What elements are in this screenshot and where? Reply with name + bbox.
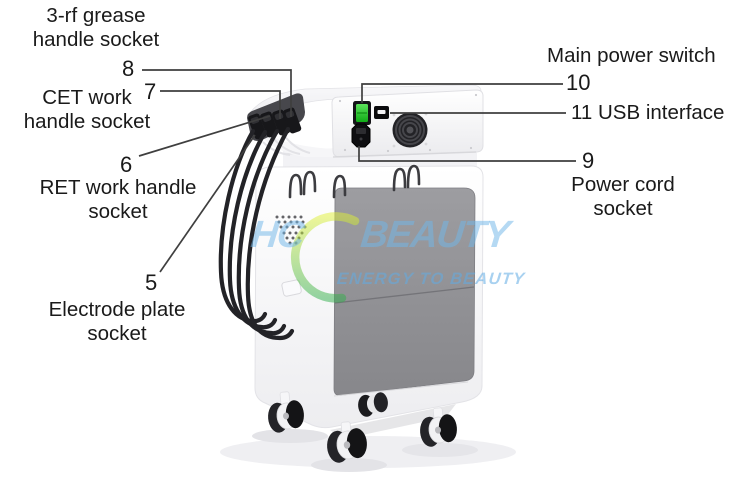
label-line: 3-rf grease (46, 4, 146, 27)
rf-grease-handle-socket (283, 107, 302, 134)
label-electrode-plate-socket: Electrode plate socket (37, 298, 197, 346)
label-usb-interface: 11 USB interface (571, 101, 725, 124)
leader-lines (138, 69, 576, 273)
leader-line-5 (159, 134, 256, 273)
label-line: socket (87, 322, 147, 345)
callout-number-8: 8 (122, 56, 135, 81)
caster-wheel-back-left (268, 391, 304, 433)
leader-line-8 (142, 69, 292, 117)
label-line: socket (593, 197, 653, 220)
caster-wheel-front-right (420, 407, 457, 447)
machine-body (254, 164, 484, 439)
label-line: CET work (42, 86, 132, 109)
leader-line-6 (138, 115, 271, 157)
panel-screws (338, 93, 478, 153)
callout-number-10: 10 (566, 70, 591, 95)
handle-cables (218, 126, 295, 341)
brand-swoosh (290, 212, 360, 303)
label-cet-work-handle-socket: CET work handle socket (8, 86, 166, 134)
label-line: socket (88, 200, 148, 223)
label-line: handle socket (23, 110, 151, 133)
callout-number-9: 9 (582, 148, 595, 173)
leader-line-10 (361, 83, 563, 103)
callout-number-6: 6 (120, 152, 133, 177)
main-power-switch (353, 101, 371, 125)
label-line: RET work handle (39, 176, 197, 199)
label-line: Electrode plate (48, 298, 186, 321)
callout-number-5: 5 (145, 270, 158, 295)
usb-port (374, 106, 389, 119)
cable-hanger-hooks (288, 164, 421, 199)
leader-line-9 (358, 146, 576, 162)
caster-wheel-front-left (327, 421, 367, 463)
side-clip (281, 279, 302, 297)
label-main-power-switch: Main power switch (547, 44, 716, 67)
cooling-fan (392, 112, 428, 148)
label-power-cord-socket: Power cord socket (543, 173, 703, 221)
head-unit (247, 84, 484, 158)
callout-number-7: 7 (144, 79, 157, 104)
label-grease-handle-socket: 3-rf grease handle socket (16, 4, 176, 52)
caster-wheels (268, 391, 457, 463)
label-line: Power cord (571, 173, 675, 196)
label-ret-work-handle-socket: RET work handle socket (37, 176, 199, 224)
label-line: handle socket (32, 28, 160, 51)
floor-shadow (220, 429, 516, 472)
power-cord-socket (351, 123, 371, 148)
leader-line-7 (160, 90, 281, 119)
caster-wheel-rear (358, 392, 388, 417)
